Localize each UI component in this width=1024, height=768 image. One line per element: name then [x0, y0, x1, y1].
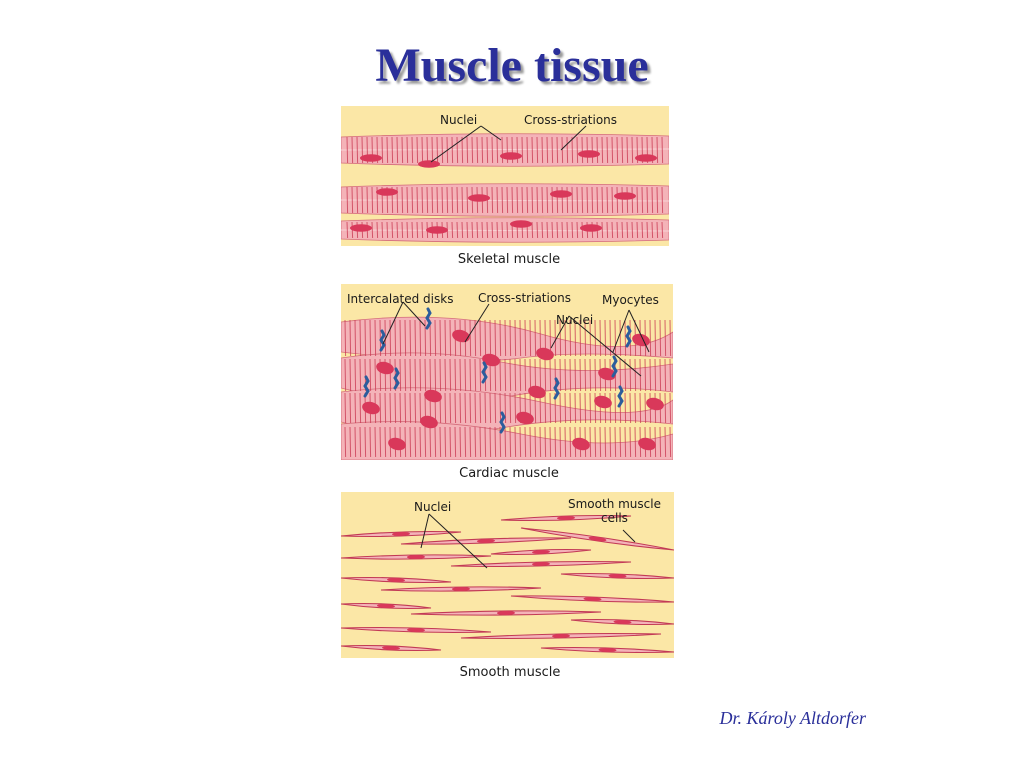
nucleus [572, 437, 590, 451]
nucleus [360, 154, 382, 162]
nucleus [516, 411, 534, 425]
nucleus [500, 152, 522, 160]
nucleus [608, 573, 627, 579]
nucleus [482, 353, 500, 367]
nucleus [646, 397, 664, 411]
leader-line [550, 315, 570, 349]
intercalated-disk [363, 375, 370, 398]
nucleus [377, 603, 395, 609]
skeletal-caption: Skeletal muscle [457, 252, 561, 267]
skeletal-nuclei-label: Nuclei [440, 113, 478, 127]
fiber-myofibril-line [341, 199, 669, 202]
nucleus [532, 561, 550, 567]
nucleus [528, 385, 546, 399]
nucleus [468, 194, 490, 202]
intercalated-disk [499, 411, 506, 434]
fiber-myofibril-line [341, 229, 669, 232]
nucleus [632, 333, 650, 347]
leader-line [464, 303, 490, 343]
smooth-caption: Smooth muscle [459, 665, 561, 680]
intercalated-disk [611, 355, 618, 378]
nucleus [550, 190, 572, 198]
cardiac-muscle-illustration [341, 284, 673, 460]
smooth-cells-label: Smooth muscle cells [568, 497, 661, 525]
leader-line [420, 513, 430, 549]
nucleus [452, 329, 470, 343]
leader-line [560, 125, 587, 151]
nucleus [350, 224, 372, 232]
slide-title: Muscle tissue [375, 39, 649, 92]
nucleus [557, 515, 575, 521]
smooth-nuclei-label: Nuclei [414, 500, 452, 514]
skeletal-striations-label: Cross-striations [524, 113, 618, 127]
cross-striations [344, 426, 672, 458]
nucleus [452, 586, 470, 592]
leader-line [480, 125, 502, 141]
smooth-muscle-illustration [341, 492, 674, 658]
cardiac-nuclei-label: Nuclei [556, 313, 594, 327]
nucleus [497, 610, 515, 616]
intercalated-disk [617, 385, 624, 408]
nucleus [424, 389, 442, 403]
leader-line [628, 309, 650, 353]
nucleus [614, 192, 636, 200]
leader-line [430, 125, 482, 163]
cardiac-muscle-panel [341, 284, 673, 460]
intercalated-disk [481, 361, 488, 384]
nucleus [376, 188, 398, 196]
nucleus [532, 549, 550, 555]
intercalated-disk [393, 367, 400, 390]
leader-line [382, 301, 404, 345]
nucleus [477, 538, 495, 544]
cardiac-myocytes-label: Myocytes [602, 293, 659, 307]
leader-line [568, 315, 642, 377]
cardiac-caption: Cardiac muscle [459, 466, 559, 481]
cross-striations [344, 392, 672, 424]
author-credit: Dr. Károly Altdorfer [719, 708, 866, 728]
nucleus [418, 160, 440, 168]
nucleus [583, 596, 602, 602]
nucleus [536, 347, 554, 361]
intercalated-disk [625, 325, 632, 348]
nucleus [588, 536, 607, 542]
nucleus [580, 224, 602, 232]
nucleus [613, 619, 632, 625]
nucleus [420, 415, 438, 429]
smooth-cells-label-line1: Smooth muscle [568, 497, 661, 511]
nucleus [362, 401, 380, 415]
nucleus [578, 150, 600, 158]
nucleus [635, 154, 657, 162]
nucleus [388, 437, 406, 451]
leader-line [428, 513, 488, 569]
leader-line [622, 529, 636, 543]
intercalated-disk [425, 307, 432, 330]
nucleus [387, 577, 405, 583]
skeletal-muscle-illustration [341, 106, 669, 246]
nucleus [376, 361, 394, 375]
intercalated-disk [553, 377, 560, 400]
nucleus [407, 554, 425, 560]
nucleus [594, 395, 612, 409]
leader-line [612, 309, 630, 353]
nucleus [392, 531, 410, 537]
nucleus [382, 645, 400, 651]
leader-line [402, 301, 426, 327]
nucleus [638, 437, 656, 451]
cardiac-striations-label: Cross-striations [478, 291, 572, 305]
fiber-myofibril-line [341, 148, 669, 151]
nucleus [510, 220, 532, 228]
intercalated-disk [379, 329, 386, 352]
skeletal-muscle-panel [341, 106, 669, 246]
nucleus [598, 647, 617, 653]
nucleus [552, 633, 570, 639]
smooth-muscle-panel [341, 492, 674, 658]
cross-striations [346, 136, 664, 164]
nucleus [426, 226, 448, 234]
cardiac-disks-label: Intercalated disks [347, 292, 454, 306]
smooth-cells-label-line2: cells [601, 511, 628, 525]
nucleus [407, 627, 425, 633]
nucleus [598, 367, 616, 381]
